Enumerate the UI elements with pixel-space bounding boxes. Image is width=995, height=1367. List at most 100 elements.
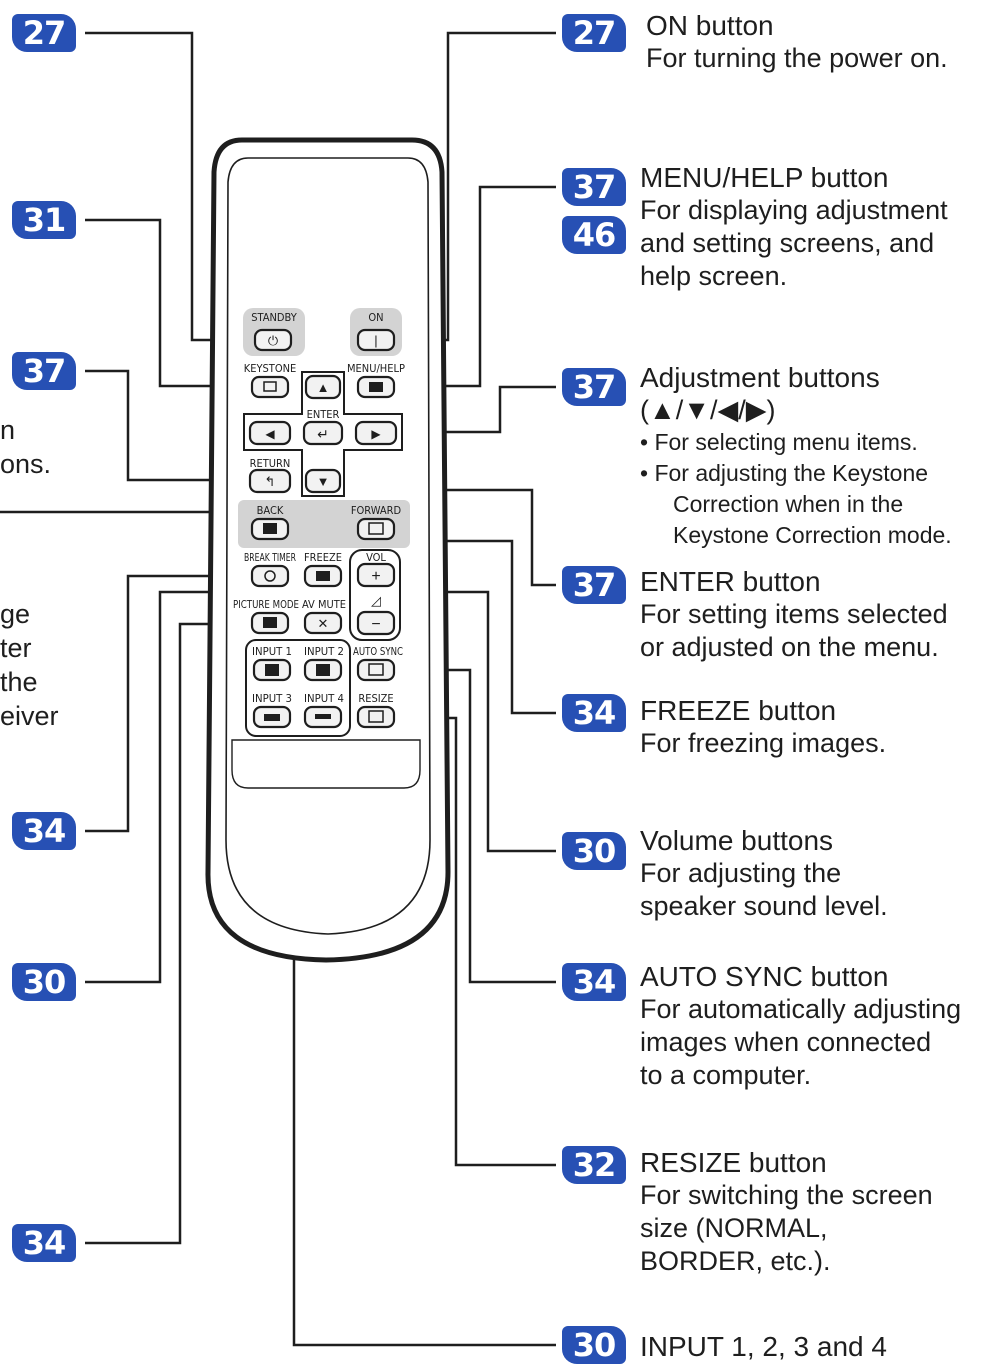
annotation-title: RESIZE button: [640, 1147, 827, 1178]
label-vol: VOL: [366, 551, 386, 564]
leader-keystone: [85, 218, 236, 388]
input3-key[interactable]: [252, 705, 292, 729]
left-badge-return: 37: [12, 352, 76, 390]
forward-icon: [368, 522, 384, 535]
input2-icon: [316, 664, 330, 676]
annotation-freeze-button: FREEZE button For freezing images.: [640, 694, 886, 760]
annotation-adjustment-buttons: Adjustment buttons (▲/▼/◀/▶) • For selec…: [640, 361, 952, 551]
annotation-line: For switching the screen: [640, 1180, 933, 1210]
left-fragment: ons.: [0, 449, 52, 479]
annotation-line: For automatically adjusting: [640, 994, 962, 1024]
input1-icon: [265, 664, 279, 676]
vol-outline: [349, 549, 401, 641]
vol-minus-key[interactable]: −: [356, 610, 396, 636]
left-badge-break-timer: 34: [12, 812, 76, 850]
menu-help-key[interactable]: [356, 375, 396, 399]
input1-key[interactable]: [252, 658, 292, 682]
label-resize: RESIZE: [358, 692, 393, 705]
badge-enter: 37: [562, 566, 626, 604]
annotation-line: For adjusting the: [640, 858, 842, 888]
standby-icon: ⏻: [268, 333, 278, 348]
av-mute-key[interactable]: ✕: [303, 611, 343, 635]
remote-body: [205, 137, 451, 963]
annotation-resize-button: RESIZE button For switching the screen s…: [640, 1146, 933, 1278]
label-on: ON: [368, 311, 383, 324]
annotation-line: For displaying adjustment: [640, 195, 948, 225]
annotation-title: Adjustment buttons: [640, 362, 880, 393]
label-standby: STANDBY: [251, 311, 297, 324]
label-picture-mode: PICTURE MODE: [233, 598, 299, 611]
left-badge-standby: 27: [12, 14, 76, 52]
back-icon: [263, 523, 277, 534]
up-key[interactable]: ▲: [304, 374, 342, 400]
right-key[interactable]: ▶: [354, 420, 398, 446]
standby-key[interactable]: ⏻: [253, 328, 293, 352]
label-input2: INPUT 2: [304, 645, 344, 658]
volume-ramp-icon: ◿: [371, 593, 381, 608]
label-freeze: FREEZE: [304, 551, 342, 564]
picture-mode-icon: [263, 617, 277, 628]
annotation-input-buttons: INPUT 1, 2, 3 and 4: [640, 1330, 887, 1363]
auto-sync-key[interactable]: [356, 658, 396, 682]
mute-icon: ✕: [318, 616, 329, 631]
freeze-icon: [316, 571, 330, 581]
enter-icon: ↵: [317, 426, 329, 442]
menu-icon: [369, 382, 383, 392]
left-key[interactable]: ◀: [248, 420, 292, 446]
back-key[interactable]: [250, 517, 290, 541]
left-fragment: the: [0, 667, 38, 697]
annotation-bullet: • For selecting menu items.: [640, 429, 918, 455]
picture-mode-key[interactable]: [250, 611, 290, 635]
keystone-icon: [263, 381, 277, 392]
left-badge-av-mute: 30: [12, 963, 76, 1001]
down-key[interactable]: ▼: [304, 468, 342, 494]
label-input1: INPUT 1: [252, 645, 292, 658]
badge-freeze: 34: [562, 694, 626, 732]
annotation-enter-button: ENTER button For setting items selected …: [640, 565, 948, 664]
leader-return: [85, 369, 248, 482]
annotation-title: MENU/HELP button: [640, 162, 889, 193]
annotation-title: ENTER button: [640, 566, 821, 597]
label-menu-help: MENU/HELP: [347, 362, 405, 375]
resize-key[interactable]: [356, 705, 396, 729]
down-arrow-icon: ▼: [317, 474, 330, 489]
label-break-timer: BREAK TIMER: [244, 551, 296, 564]
annotation-line: and setting screens, and: [640, 228, 935, 258]
badge-menu-help-2: 46: [562, 216, 626, 254]
annotation-menu-help-button: MENU/HELP button For displaying adjustme…: [640, 161, 948, 293]
input2-key[interactable]: [303, 658, 343, 682]
input4-key[interactable]: [303, 705, 343, 729]
break-timer-key[interactable]: [250, 564, 290, 588]
annotation-line: images when connected: [640, 1027, 932, 1057]
minus-icon: −: [371, 616, 380, 633]
label-return: RETURN: [250, 457, 291, 470]
freeze-key[interactable]: [303, 564, 343, 588]
dpad-outline: [243, 371, 403, 497]
enter-key[interactable]: ↵: [302, 420, 344, 446]
annotation-volume-buttons: Volume buttons For adjusting the speaker…: [640, 824, 888, 923]
on-key[interactable]: |: [356, 328, 396, 352]
badge-volume: 30: [562, 832, 626, 870]
auto-sync-icon: [368, 663, 384, 676]
annotation-line: to a computer.: [640, 1060, 812, 1090]
vol-plus-key[interactable]: +: [356, 562, 396, 588]
annotation-line: help screen.: [640, 261, 788, 291]
annotation-title: ON button: [646, 10, 774, 41]
annotation-line: BORDER, etc.).: [640, 1246, 831, 1276]
label-forward: FORWARD: [351, 504, 402, 517]
annotation-bullet: • For adjusting the Keystone: [640, 460, 929, 486]
label-input4: INPUT 4: [304, 692, 344, 705]
badge-on: 27: [562, 14, 626, 52]
annotation-line: size (NORMAL,: [640, 1213, 828, 1243]
return-icon: ↰: [265, 474, 276, 489]
label-enter: ENTER: [307, 408, 340, 421]
keystone-key[interactable]: [250, 375, 290, 399]
label-input3: INPUT 3: [252, 692, 292, 705]
right-arrow-icon: ▶: [371, 427, 381, 441]
annotation-line: For freezing images.: [640, 728, 887, 758]
label-av-mute: AV MUTE: [302, 598, 346, 611]
forward-key[interactable]: [356, 517, 396, 541]
return-key[interactable]: ↰: [248, 468, 292, 494]
leader-adjust: [402, 385, 556, 434]
